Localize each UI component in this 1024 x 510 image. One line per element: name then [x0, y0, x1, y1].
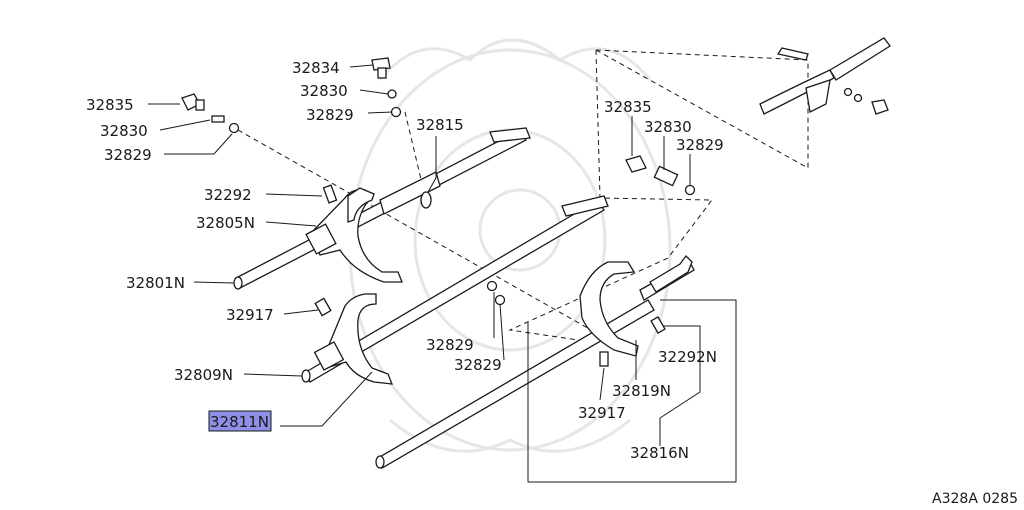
hardware-right [322, 155, 696, 306]
label-32835-right[interactable]: 32835 [604, 98, 652, 116]
label-32917-right[interactable]: 32917 [578, 404, 626, 422]
label-32819N[interactable]: 32819N [612, 382, 671, 400]
highlight-32811N[interactable] [208, 410, 272, 432]
diagram-code: A328A 0285 [932, 491, 1018, 507]
label-32809N[interactable]: 32809N [174, 366, 233, 384]
label-32292N[interactable]: 32292N [658, 348, 717, 366]
label-32811N[interactable]: 32811N [210, 413, 269, 431]
label-32829-mid1[interactable]: 32829 [426, 336, 474, 354]
shaft-32816N [375, 299, 655, 469]
label-32830-right[interactable]: 32830 [644, 118, 692, 136]
fork-32819N [579, 255, 695, 367]
label-32829-mid2[interactable]: 32829 [454, 356, 502, 374]
label-32829-left[interactable]: 32829 [104, 146, 152, 164]
hardware-top [371, 57, 402, 118]
label-32917-left[interactable]: 32917 [226, 306, 274, 324]
label-32830-left[interactable]: 32830 [100, 122, 148, 140]
label-32816N[interactable]: 32816N [630, 444, 689, 462]
label-32829-right[interactable]: 32829 [676, 136, 724, 154]
label-32815[interactable]: 32815 [416, 116, 464, 134]
label-32292[interactable]: 32292 [204, 186, 252, 204]
hardware-left [181, 93, 240, 134]
shaft-32801N [233, 127, 531, 290]
label-32829-top[interactable]: 32829 [306, 106, 354, 124]
label-32834[interactable]: 32834 [292, 59, 340, 77]
fork-32805N [305, 171, 441, 283]
label-32835-left[interactable]: 32835 [86, 96, 134, 114]
fork-32811N [313, 293, 394, 385]
label-32801N[interactable]: 32801N [126, 274, 185, 292]
dashed-guides [237, 49, 809, 343]
label-32830-top[interactable]: 32830 [300, 82, 348, 100]
label-32805N[interactable]: 32805N [196, 214, 255, 232]
inset-shift-lever [759, 37, 891, 115]
leader-lines [148, 64, 737, 483]
shaft-32809N [301, 195, 609, 383]
